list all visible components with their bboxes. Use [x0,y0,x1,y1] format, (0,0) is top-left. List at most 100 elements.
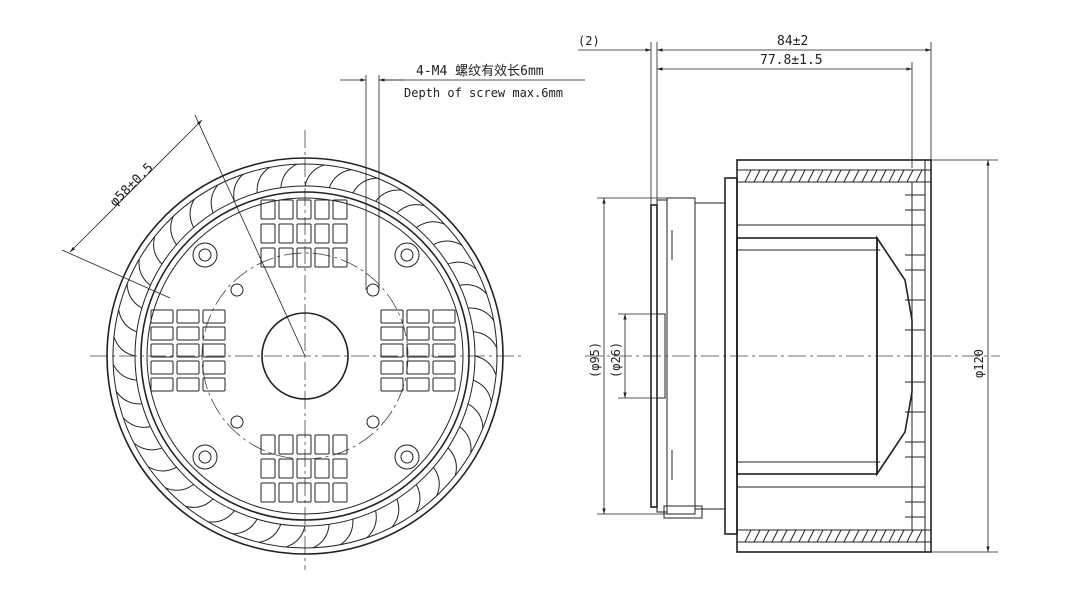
blade [375,189,402,202]
vent-slot [296,247,312,268]
vent-slot [176,377,200,392]
blade [459,284,488,295]
blade [416,221,445,228]
blade [189,198,195,228]
vent-slot [380,326,404,341]
vent-slot [202,360,226,375]
blade [459,426,472,453]
vent-slot [406,343,430,358]
blade [312,524,330,549]
hatch-line [744,169,752,183]
vent-slot [332,458,348,479]
hatch-line [843,529,851,543]
blade [115,391,142,405]
hatch-line [825,529,833,543]
vent-slot [432,343,456,358]
mount-diameter-label: (φ95) [588,342,602,378]
casing-hatch [744,169,923,543]
impeller-casing [736,159,932,553]
vent-slot [278,434,294,455]
vent-slot [176,360,200,375]
blade [185,498,214,508]
blade [210,184,219,214]
blade [153,236,163,265]
vent-slot [296,223,312,244]
vent-slot [432,360,456,375]
blade [122,417,151,428]
corner-screws [192,242,420,470]
vent-slot [332,223,348,244]
vent-slot [332,482,348,503]
hatch-line [789,169,797,183]
blade [258,524,282,543]
blade [138,259,151,286]
body-length-label: 77.8±1.5 [760,53,823,68]
hatch-line [798,529,806,543]
blade [366,510,377,539]
blade [474,355,497,376]
blade [447,447,457,476]
blade [433,240,463,246]
hatch-line [852,169,860,183]
vent-slot [406,360,430,375]
blade [304,164,325,187]
hatch-line [861,529,869,543]
hatch-line [762,529,770,543]
hatch-line [807,169,815,183]
hatch-line [870,169,878,183]
blade [352,177,378,194]
vent-slot [296,434,312,455]
screw-callout-en: Depth of screw max.6mm [404,86,563,100]
vent-slot [314,199,330,220]
blade [328,169,352,188]
vent-slot [202,326,226,341]
vent-slot [432,309,456,324]
ventilation-slots [150,199,456,503]
hatch-line [897,169,905,183]
diameter-dimensions: (φ95) (φ26) φ120 [588,159,998,553]
vent-slot [314,458,330,479]
vent-slot [176,309,200,324]
blade [280,163,298,188]
vent-slot [296,482,312,503]
hatch-line [807,529,815,543]
vent-slot [332,247,348,268]
vent-slot [380,377,404,392]
blade [208,510,235,523]
vent-slot [278,247,294,268]
vent-slot [176,326,200,341]
vent-slot [202,377,226,392]
overall-length-label: 84±2 [777,34,808,49]
side-view: (2) 84±2 77.8±1.5 [578,34,1000,553]
vent-slot [314,434,330,455]
hatch-line [816,169,824,183]
blade [433,467,440,496]
hatch-line [834,529,842,543]
vent-slot [380,309,404,324]
blade [473,379,492,403]
diameter-58-label: φ58±0.5 [107,160,156,209]
hatch-line [861,169,869,183]
blade [170,216,177,245]
blade [118,309,137,333]
hatch-line [816,529,824,543]
vent-slot [260,223,276,244]
vent-slot [406,309,430,324]
vent-slot [332,199,348,220]
front-view: 4-M4 螺纹有效长6mm Depth of screw max.6mm φ58… [61,64,585,570]
hatch-line [789,529,797,543]
vent-slot [202,309,226,324]
vent-slot [314,223,330,244]
vent-slot [260,482,276,503]
motor-housing-inner-circle [146,197,464,515]
impeller-blades [112,163,498,549]
blade [415,484,421,514]
vent-slot [176,343,200,358]
vent-slot [150,326,174,341]
hatch-line [780,529,788,543]
vent-slot [406,377,430,392]
vent-slot [260,458,276,479]
blade [256,166,270,193]
hatch-line [879,529,887,543]
